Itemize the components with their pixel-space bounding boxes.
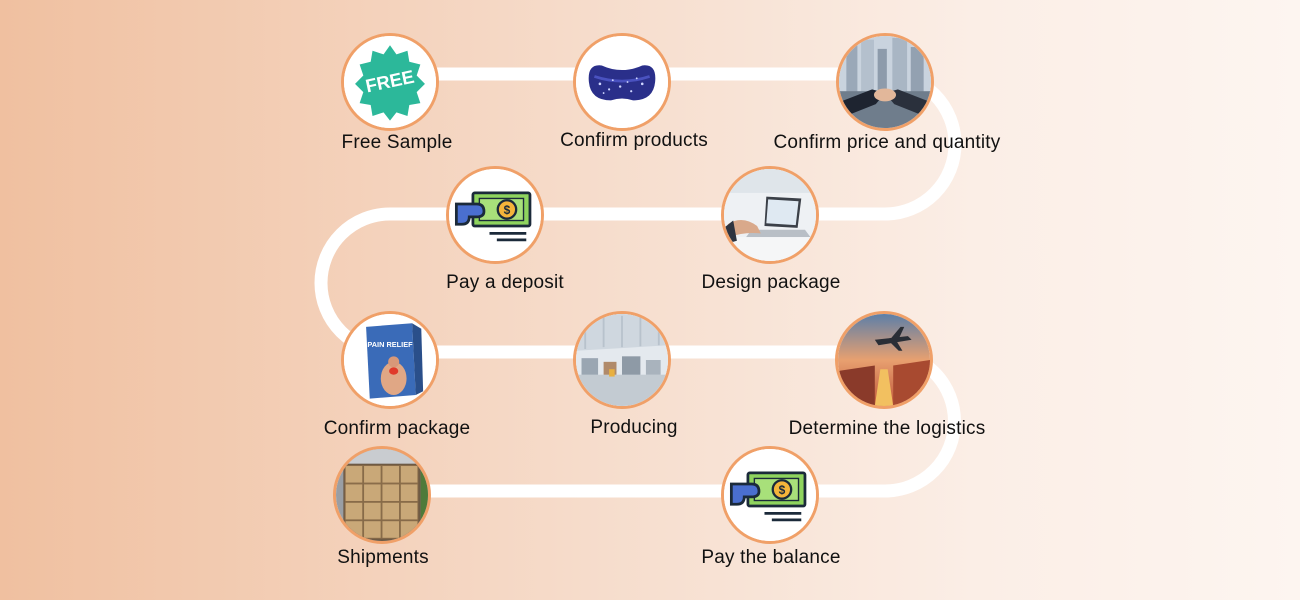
step-logistics-label: Determine the logistics — [788, 418, 986, 439]
shipping-container-icon — [336, 449, 428, 541]
step-shipments-label: Shipments — [337, 547, 429, 568]
svg-text:$: $ — [504, 203, 511, 217]
step-free-sample-label: Free Sample — [341, 132, 453, 153]
money-payment-icon: $ — [449, 169, 541, 261]
step-confirm-package-node: PAIN RELIEF — [341, 311, 439, 409]
neck-pillow-product-icon — [576, 36, 668, 128]
step-producing-label: Producing — [590, 417, 678, 438]
step-producing-node — [573, 311, 671, 409]
box-text: PAIN RELIEF — [367, 340, 413, 349]
step-confirm-products-label: Confirm products — [560, 130, 708, 151]
handshake-icon — [839, 36, 931, 128]
step-shipments-node — [333, 446, 431, 544]
step-confirm-package-label: Confirm package — [323, 418, 471, 439]
step-free-sample-node: FREE — [341, 33, 439, 131]
laptop-design-icon — [724, 169, 816, 261]
free-badge-icon: FREE — [344, 36, 436, 128]
svg-text:$: $ — [779, 483, 786, 497]
step-confirm-price-label: Confirm price and quantity — [773, 132, 1001, 153]
step-logistics-node — [835, 311, 933, 409]
money-payment-icon: $ — [724, 449, 816, 541]
step-confirm-price-node — [836, 33, 934, 131]
step-pay-balance-node: $ — [721, 446, 819, 544]
factory-icon — [576, 314, 668, 406]
step-design-package-label: Design package — [701, 272, 841, 293]
step-pay-balance-label: Pay the balance — [701, 547, 841, 568]
step-design-package-node — [721, 166, 819, 264]
step-pay-deposit-node: $ — [446, 166, 544, 264]
step-pay-deposit-label: Pay a deposit — [446, 272, 564, 293]
airplane-logistics-icon — [838, 314, 930, 406]
step-confirm-products-node — [573, 33, 671, 131]
product-box-icon: PAIN RELIEF — [344, 314, 436, 406]
